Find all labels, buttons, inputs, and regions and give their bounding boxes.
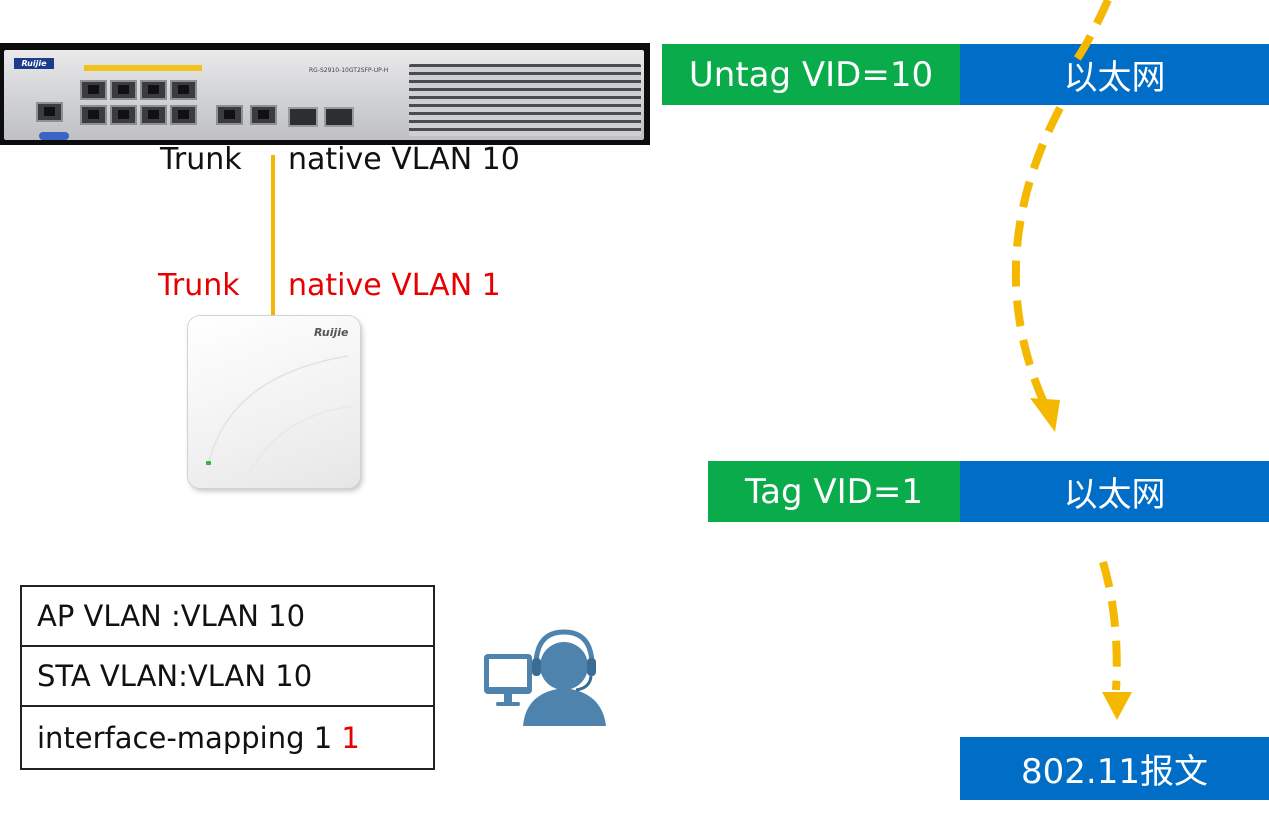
ethernet-cable [271, 155, 275, 320]
config-row-interface-mapping: interface-mapping 1 1 [22, 707, 433, 768]
ap-config-table: AP VLAN :VLAN 10 STA VLAN:VLAN 10 interf… [20, 585, 435, 770]
switch-model-label: RG-S2910-10GT2SFP-UP-H [309, 67, 389, 74]
switch-port [140, 80, 167, 100]
config-row-sta-vlan: STA VLAN:VLAN 10 [22, 647, 433, 707]
ap-surface-arcs [207, 355, 354, 477]
arrow-middle-to-bottom [1099, 560, 1121, 691]
switch-front-panel: Ruijie RG-S2910-10GT2SFP-UP-H [4, 50, 644, 140]
arrow-top-to-middle [1011, 106, 1064, 407]
switch-port [110, 105, 137, 125]
switch-vent [409, 64, 641, 136]
ap-port-mode: Trunk [158, 268, 240, 303]
sfp-port [288, 107, 318, 127]
switch-led-strip [84, 65, 202, 71]
arrow-head-bottom [1102, 692, 1132, 720]
switch-device: Ruijie RG-S2910-10GT2SFP-UP-H [0, 43, 650, 145]
config-highlight-value: 1 [341, 720, 360, 755]
config-text: STA VLAN:VLAN 10 [37, 659, 313, 693]
switch-port [80, 105, 107, 125]
switch-port-mode: Trunk [160, 142, 242, 177]
operator-user-icon [484, 629, 606, 726]
switch-port [110, 80, 137, 100]
ap-status-led [206, 461, 211, 465]
console-label [39, 132, 69, 140]
switch-port [80, 80, 107, 100]
frame-bottom-payload: 802.11报文 [960, 737, 1269, 800]
switch-port [250, 105, 277, 125]
switch-port [170, 105, 197, 125]
frame-top-tag: Untag VID=10 [662, 44, 960, 105]
ap-native-vlan: native VLAN 1 [288, 268, 501, 303]
config-row-ap-vlan: AP VLAN :VLAN 10 [22, 587, 433, 647]
switch-native-vlan: native VLAN 10 [288, 142, 520, 177]
switch-port [170, 80, 197, 100]
console-port [36, 102, 63, 122]
arrow-head-middle [1030, 398, 1060, 432]
config-text: AP VLAN :VLAN 10 [37, 599, 306, 633]
switch-logo: Ruijie [14, 58, 54, 69]
config-text: interface-mapping 1 [37, 720, 342, 755]
switch-port [216, 105, 243, 125]
access-point-device: Ruijie [188, 316, 360, 488]
sfp-port [324, 107, 354, 127]
frame-top-payload: 以太网 [960, 44, 1269, 105]
switch-port [140, 105, 167, 125]
ap-logo: Ruijie [314, 326, 349, 339]
frame-middle-tag: Tag VID=1 [708, 461, 960, 522]
frame-middle-payload: 以太网 [960, 461, 1269, 522]
